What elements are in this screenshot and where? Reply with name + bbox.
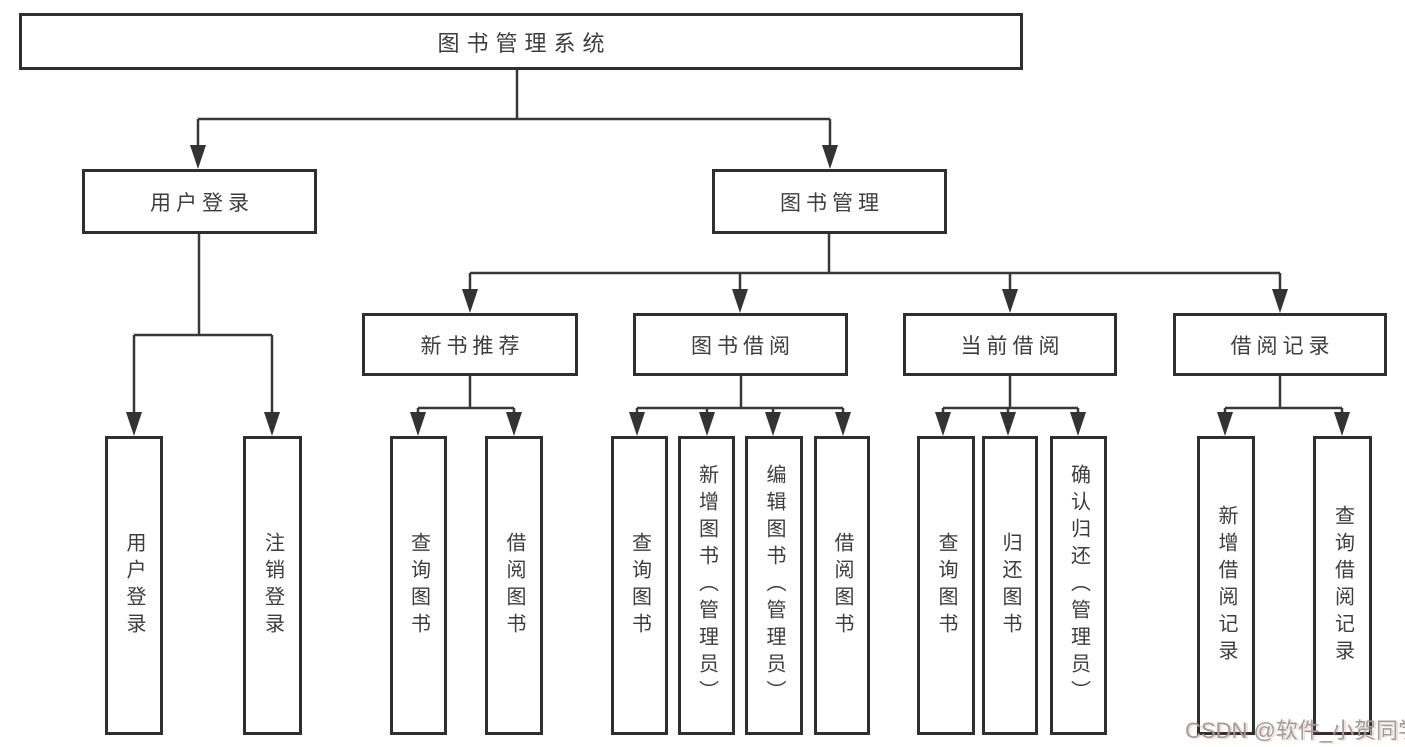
node-leaf-logout-login: 注销登录 xyxy=(243,436,302,735)
node-leaf-edit-book-admin: 编辑图书（管理员） xyxy=(745,436,803,735)
node-leaf-add-book-admin-label: 新增图书（管理员） xyxy=(695,464,718,707)
node-leaf-query-borrow-record: 查询借阅记录 xyxy=(1313,436,1372,735)
node-leaf-user-login-label: 用户登录 xyxy=(123,531,145,640)
node-leaf-add-book-admin: 新增图书（管理员） xyxy=(678,436,735,735)
node-leaf-confirm-return-admin-label: 确认归还（管理员） xyxy=(1067,464,1090,707)
node-leaf-return-book: 归还图书 xyxy=(982,436,1038,735)
node-book-borrow-label: 图书借阅 xyxy=(691,334,795,358)
node-new-book-rec-label: 新书推荐 xyxy=(420,334,525,358)
node-leaf-add-borrow-record: 新增借阅记录 xyxy=(1197,436,1255,735)
node-new-book-rec: 新书推荐 xyxy=(362,313,578,376)
arrowhead xyxy=(506,412,522,436)
arrowhead xyxy=(126,412,142,436)
arrowhead xyxy=(1070,412,1086,436)
connector-root-to-level2 xyxy=(196,70,832,147)
node-leaf-query-book-current: 查询图书 xyxy=(917,436,975,735)
arrowhead xyxy=(1272,289,1288,313)
arrowhead xyxy=(190,145,206,169)
arrowhead xyxy=(765,412,781,436)
node-leaf-edit-book-admin-label: 编辑图书（管理员） xyxy=(763,464,785,707)
node-leaf-query-book-rec: 查询图书 xyxy=(390,436,447,735)
arrowhead xyxy=(264,412,280,436)
arrowheads xyxy=(126,145,1350,436)
node-root: 图书管理系统 xyxy=(19,13,1023,70)
arrowhead xyxy=(1217,412,1233,436)
node-book-borrow: 图书借阅 xyxy=(633,313,848,376)
node-user-login: 用户登录 xyxy=(82,169,317,234)
node-leaf-logout-login-label: 注销登录 xyxy=(261,531,284,640)
node-leaf-borrow-book-borrow-label: 借阅图书 xyxy=(831,531,853,640)
node-book-mgmt-label: 图书管理 xyxy=(780,191,884,215)
connector-user-login-children xyxy=(132,234,274,414)
csdn-watermark: CSDN @软件_小贺同学 xyxy=(1185,718,1405,743)
arrowhead xyxy=(835,412,851,436)
node-leaf-query-book-borrow: 查询图书 xyxy=(611,436,668,735)
node-current-borrow: 当前借阅 xyxy=(903,313,1117,376)
node-book-mgmt: 图书管理 xyxy=(712,169,947,234)
node-leaf-query-book-current-label: 查询图书 xyxy=(935,531,957,640)
arrowhead xyxy=(1002,289,1018,313)
arrowhead xyxy=(822,145,838,169)
arrowhead xyxy=(1000,412,1016,436)
connector-borrow-records-children xyxy=(1223,376,1344,414)
arrowhead xyxy=(462,289,478,313)
node-borrow-records-label: 借阅记录 xyxy=(1230,334,1335,358)
node-leaf-query-borrow-record-label: 查询借阅记录 xyxy=(1331,504,1354,667)
node-leaf-borrow-book-rec-label: 借阅图书 xyxy=(503,531,525,640)
node-leaf-query-book-borrow-label: 查询图书 xyxy=(628,531,651,640)
node-leaf-user-login: 用户登录 xyxy=(105,436,163,735)
node-leaf-borrow-book-borrow: 借阅图书 xyxy=(814,436,870,735)
connector-new-book-rec-children xyxy=(416,376,516,414)
node-borrow-records: 借阅记录 xyxy=(1173,313,1387,376)
node-leaf-query-book-rec-label: 查询图书 xyxy=(407,531,430,640)
node-current-borrow-label: 当前借阅 xyxy=(960,334,1065,358)
arrowhead xyxy=(732,289,748,313)
connector-current-borrow-children xyxy=(941,376,1080,414)
arrowhead xyxy=(699,412,715,436)
arrowhead xyxy=(1334,412,1350,436)
node-leaf-add-borrow-record-label: 新增借阅记录 xyxy=(1215,504,1237,667)
node-root-label: 图书管理系统 xyxy=(437,30,612,56)
node-user-login-label: 用户登录 xyxy=(150,191,254,215)
connector-book-borrow-children xyxy=(635,376,845,414)
arrowhead xyxy=(935,412,951,436)
connector-book-mgmt-children xyxy=(468,234,1282,291)
arrowhead xyxy=(410,412,426,436)
arrowhead xyxy=(629,412,645,436)
node-leaf-confirm-return-admin: 确认归还（管理员） xyxy=(1050,436,1107,735)
node-leaf-return-book-label: 归还图书 xyxy=(999,531,1021,640)
node-leaf-borrow-book-rec: 借阅图书 xyxy=(485,436,543,735)
